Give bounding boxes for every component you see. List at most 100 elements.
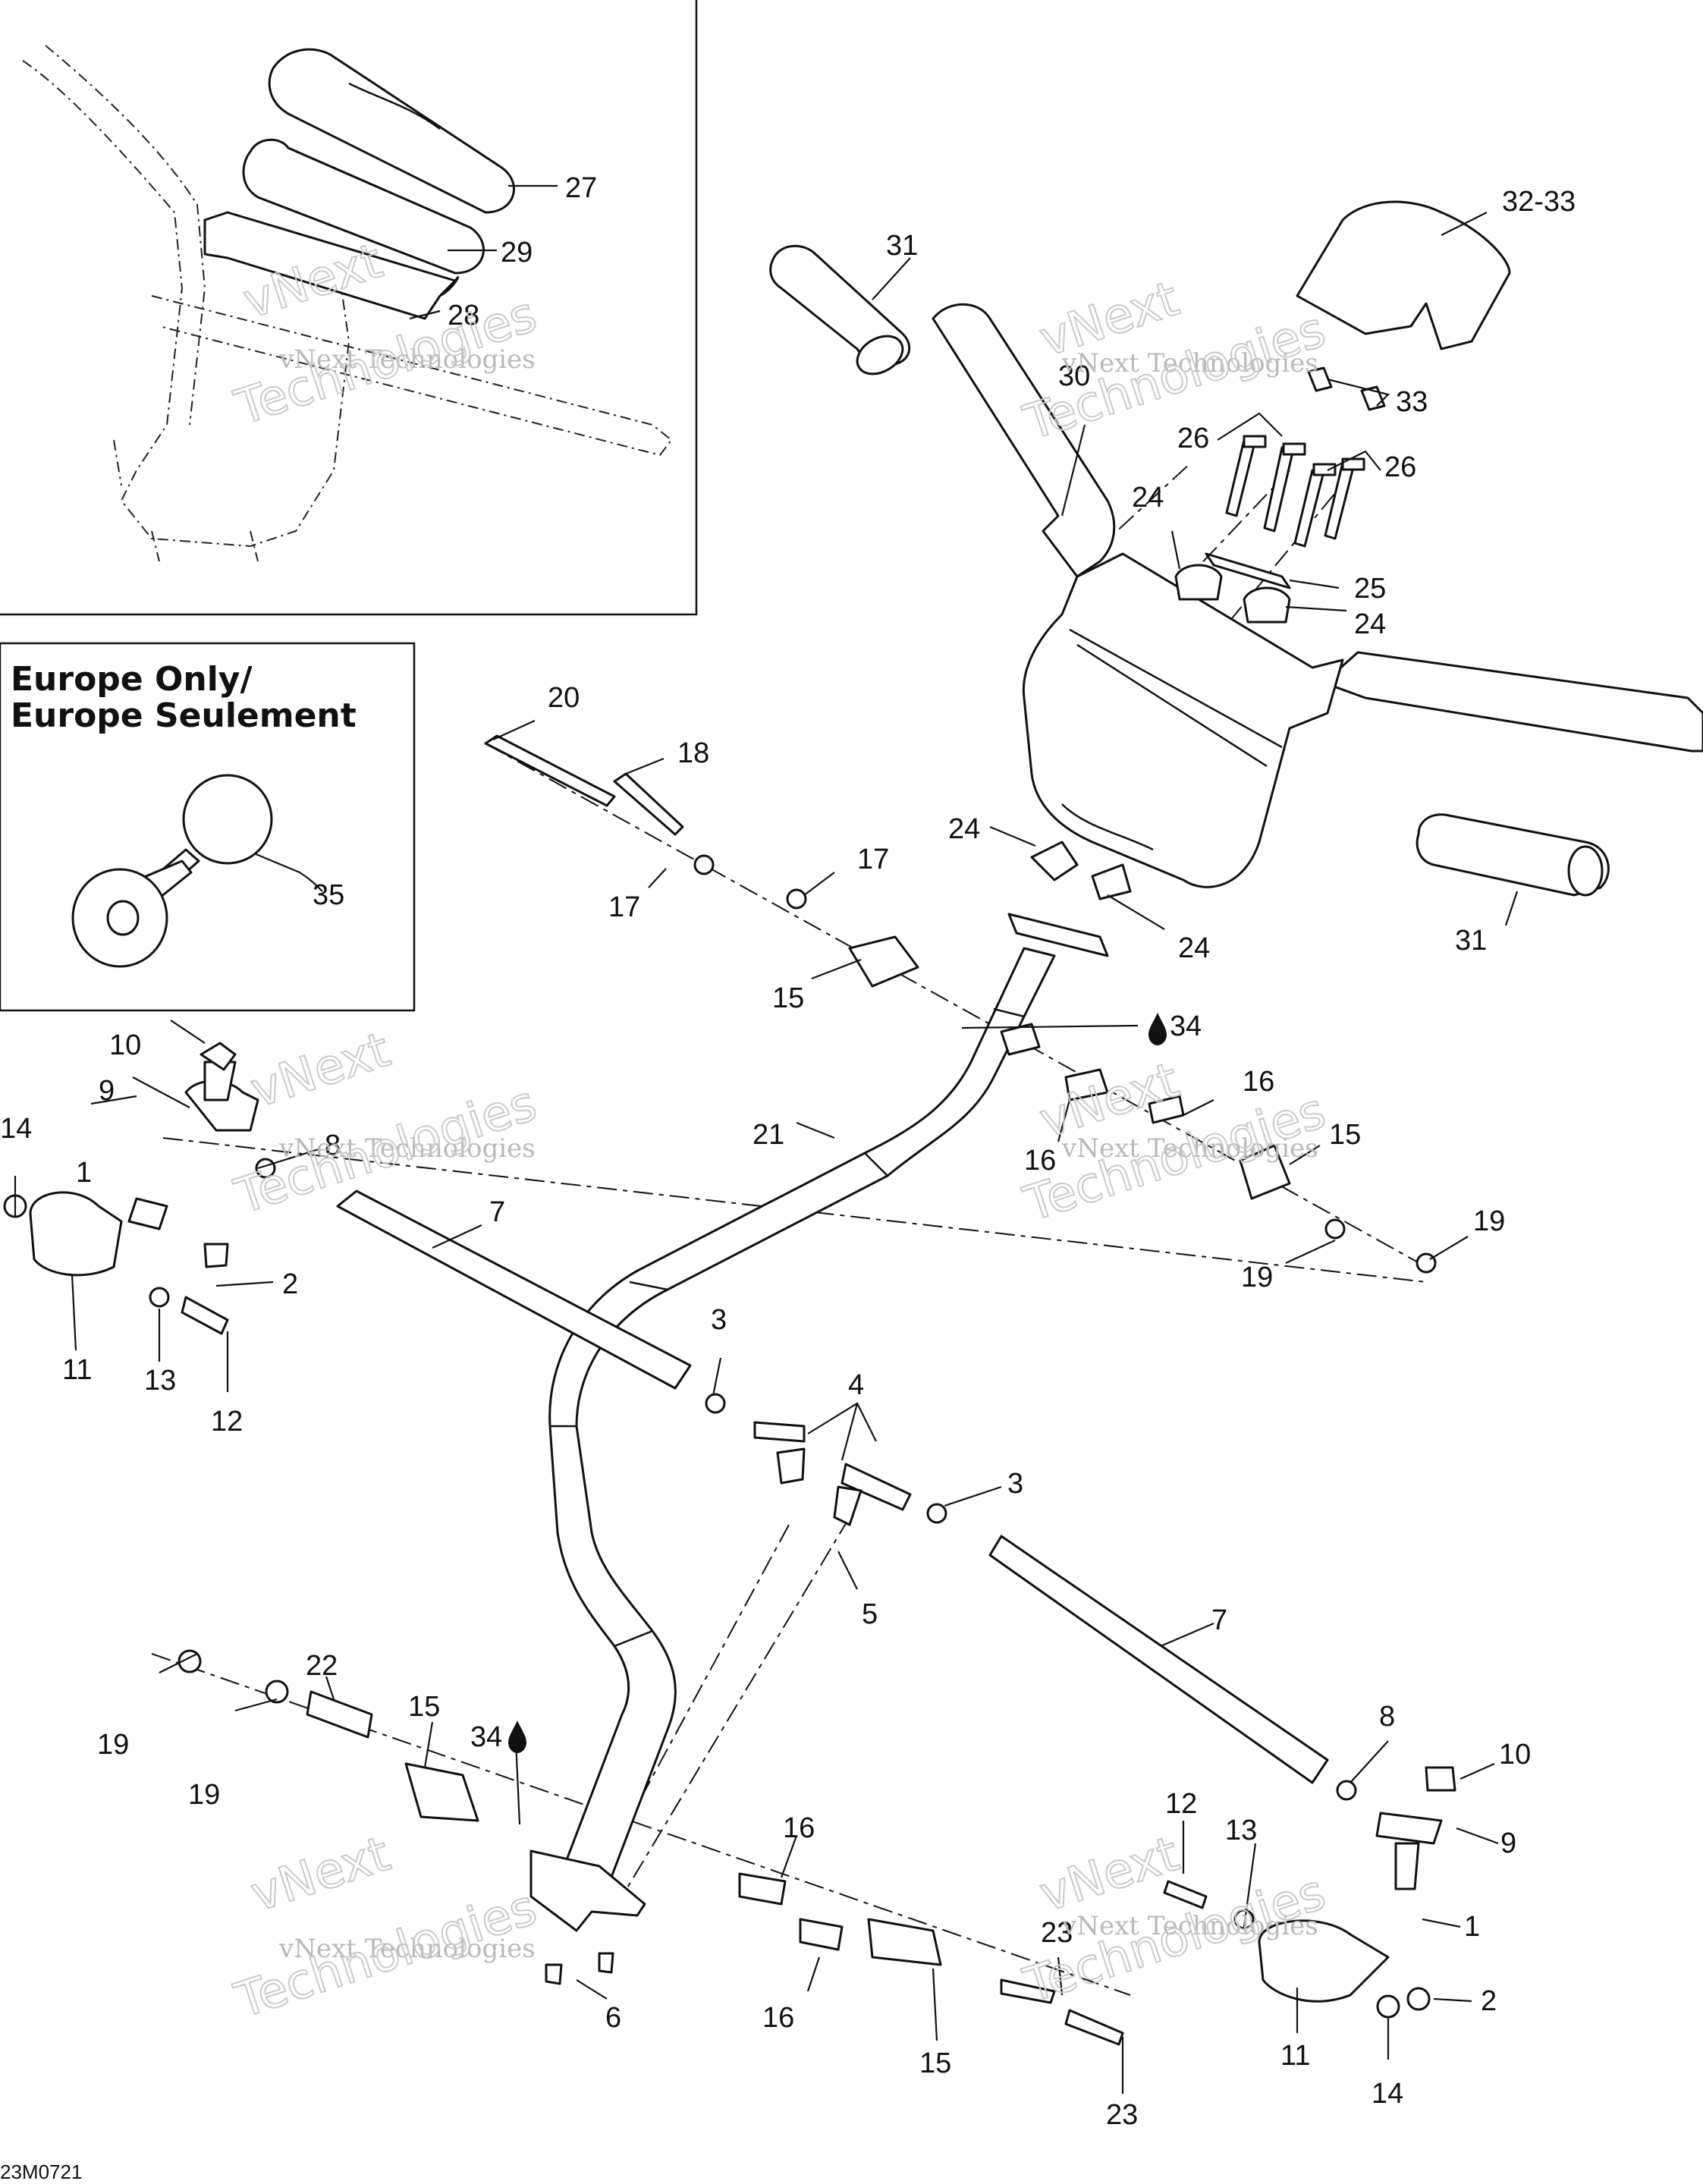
callout-34: 34	[470, 1721, 502, 1753]
callout-16: 16	[783, 1812, 815, 1844]
callout-33: 33	[1396, 386, 1428, 418]
pitman-arm-right	[1258, 1919, 1390, 2003]
callout-19: 19	[188, 1779, 220, 1811]
callout-8: 8	[325, 1130, 341, 1161]
callout-13: 13	[1225, 1815, 1257, 1846]
callout-19: 19	[1241, 1262, 1273, 1293]
callout-29: 29	[501, 237, 533, 269]
callout-5: 5	[862, 1598, 878, 1630]
watermark-text: vNext Technologies	[278, 1934, 536, 1964]
clamp-cap	[1174, 564, 1223, 601]
lower-plate	[1007, 913, 1109, 957]
grip-right	[1416, 813, 1610, 897]
foam-roll	[242, 138, 485, 275]
callout-16: 16	[1024, 1145, 1056, 1177]
callout-15: 15	[408, 1691, 440, 1723]
callout-10: 10	[109, 1029, 141, 1061]
callout-24: 24	[948, 813, 980, 845]
retainer-plate	[1205, 552, 1291, 589]
link-parts	[3, 734, 1456, 2046]
link-plate	[306, 1690, 373, 1739]
callout-15: 15	[1329, 1119, 1361, 1151]
europe-horn-inset: Europe Only/ Europe Seulement	[0, 642, 416, 1012]
callout-12: 12	[1165, 1788, 1197, 1820]
watermark-text: vNext Technologies	[1061, 1911, 1318, 1941]
watermark-text: vNext Technologies	[1061, 348, 1318, 379]
watermark-text: vNext Technologies	[278, 344, 536, 375]
tie-rod-lower	[988, 1535, 1329, 1784]
callout-18: 18	[677, 737, 709, 769]
callout-3: 3	[1007, 1468, 1023, 1500]
foam-block	[203, 211, 457, 320]
leader-lines	[14, 184, 1519, 2094]
callout-9: 9	[99, 1075, 115, 1107]
callout-13: 13	[144, 1365, 176, 1397]
callout-14: 14	[1372, 2078, 1403, 2110]
callout-2: 2	[282, 1268, 298, 1300]
callout-8: 8	[1379, 1701, 1395, 1733]
steering-column	[529, 947, 1056, 1932]
callout-17: 17	[857, 844, 889, 875]
callout-14: 14	[0, 1113, 32, 1145]
callout-6: 6	[605, 2002, 621, 2034]
callout-15: 15	[919, 2047, 951, 2079]
tie-rods	[336, 1189, 1329, 1784]
handlebar-bracket	[1022, 552, 1344, 888]
europe-title-line2: Europe Seulement	[11, 696, 357, 735]
callout-34: 34	[1170, 1010, 1202, 1042]
callout-22: 22	[306, 1650, 338, 1682]
callout-19: 19	[97, 1729, 129, 1761]
watermark-text: vNext	[244, 1826, 397, 1923]
column-foot-plate	[529, 1849, 646, 1932]
pitman-arm-left	[29, 1191, 123, 1277]
callout-26: 26	[1177, 423, 1209, 454]
callout-31: 31	[886, 230, 918, 262]
europe-title-line1: Europe Only/	[11, 660, 253, 699]
watermark-text: vNext	[1033, 1826, 1186, 1923]
lubricant-drop-icon	[508, 1720, 526, 1753]
horn-bulb	[182, 774, 273, 865]
callout-35: 35	[313, 879, 344, 911]
callout-19: 19	[1473, 1205, 1505, 1237]
watermark-text: vNext Technologies	[1061, 1133, 1318, 1164]
drawing-code: 23M0721	[0, 2160, 82, 2183]
callout-3: 3	[711, 1304, 727, 1336]
watermark-text: vNext	[244, 1022, 397, 1119]
callout-2: 2	[1481, 1985, 1497, 2017]
callout-17: 17	[608, 891, 640, 923]
washer	[149, 1287, 170, 1308]
bolts	[1225, 435, 1365, 548]
callout-15: 15	[772, 982, 804, 1014]
callout-24: 24	[1354, 608, 1386, 640]
callout-24: 24	[1132, 482, 1164, 514]
callout-1: 1	[76, 1157, 92, 1189]
callout-28: 28	[448, 300, 479, 332]
callout-30: 30	[1058, 360, 1090, 392]
tie-rod-end-right	[1375, 1812, 1443, 1845]
callout-31: 31	[1455, 925, 1487, 957]
callout-26: 26	[1384, 451, 1416, 483]
callout-4: 4	[848, 1369, 864, 1401]
callout-16: 16	[762, 2002, 794, 2034]
callout-10: 10	[1499, 1739, 1531, 1771]
callout-20: 20	[548, 682, 580, 714]
handlebar	[932, 303, 1116, 578]
callout-16: 16	[1243, 1066, 1274, 1098]
watermark-text: vNext Technologies	[278, 1133, 536, 1164]
callout-23: 23	[1106, 2099, 1138, 2131]
handlebar-pad-inset	[0, 0, 698, 616]
handlebar-pad	[268, 48, 515, 214]
long-bolt	[484, 734, 616, 807]
callout-11: 11	[1280, 2040, 1310, 2072]
callout-32-33: 32-33	[1502, 186, 1576, 218]
handlebar-assembly	[932, 303, 1703, 957]
clamp-bushing	[848, 935, 919, 988]
callout-7: 7	[489, 1196, 505, 1228]
callout-23: 23	[1041, 1917, 1073, 1949]
callout-9: 9	[1500, 1827, 1516, 1859]
callout-1: 1	[1464, 1911, 1480, 1943]
handlebar-cover	[1296, 200, 1511, 350]
callout-labels: 1 1 2 2 3 3 4 5 6 7 7 8 8 9 9 10 10 11 1…	[0, 172, 1576, 2131]
callout-21: 21	[753, 1119, 784, 1151]
callout-12: 12	[211, 1406, 243, 1438]
